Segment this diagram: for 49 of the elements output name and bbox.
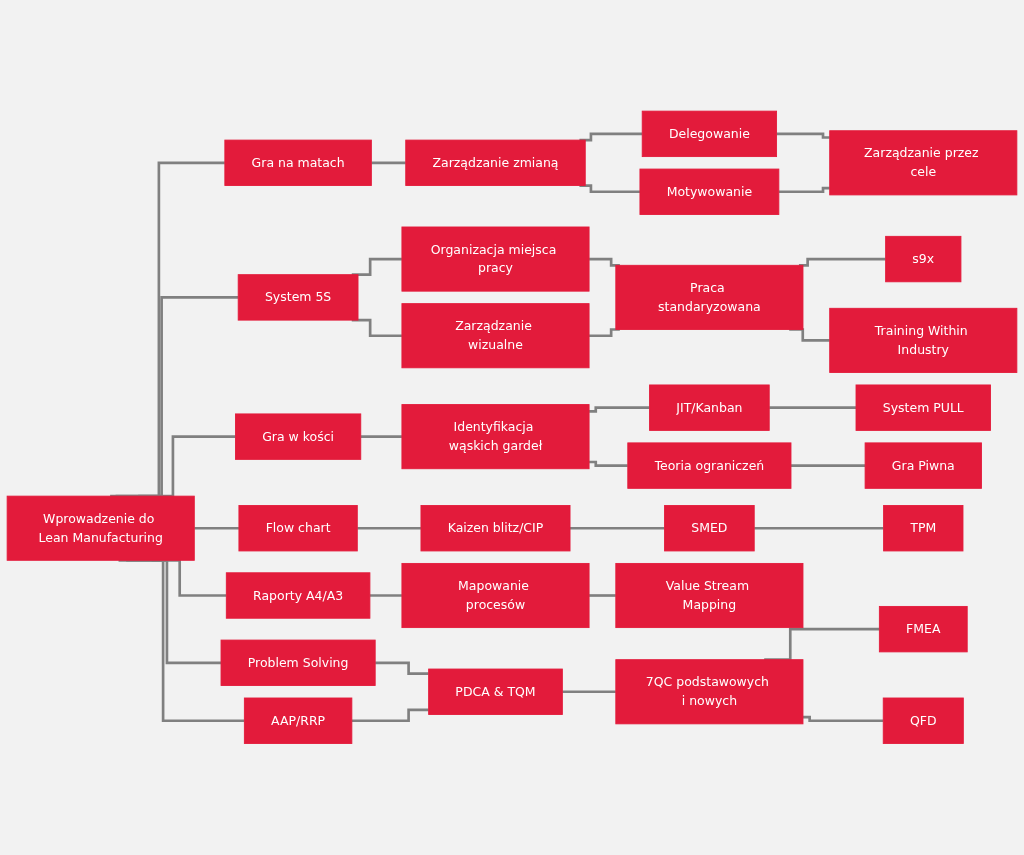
node-box: Gra w kości [235, 413, 362, 461]
connector [570, 527, 665, 530]
node-box: PDCA & TQM [428, 668, 563, 716]
node-box: QFD [882, 697, 964, 745]
connector [589, 594, 616, 598]
connector [369, 594, 402, 598]
connector [360, 435, 402, 439]
connector [194, 527, 239, 530]
connector [776, 132, 830, 139]
node-box: Problem Solving [220, 639, 376, 687]
node-box: Value Stream Mapping [615, 563, 804, 629]
node-box: Kaizen blitz/CIP [420, 505, 571, 552]
connector [371, 161, 406, 165]
node-box: Gra Piwna [864, 442, 982, 489]
node-box: s9x [885, 236, 962, 283]
node-box: System PULL [855, 384, 991, 432]
node-box: Zarządzanie przez cele [829, 130, 1018, 196]
connector [357, 527, 421, 530]
node-box: Organizacja miejsca pracy [401, 226, 590, 292]
node-box: Gra na matach [224, 139, 372, 187]
node-box: FMEA [878, 606, 968, 653]
connector [769, 406, 856, 410]
node-box: JIT/Kanban [649, 384, 770, 432]
node-box: Raporty A4/A3 [225, 572, 371, 619]
connector [754, 527, 884, 530]
connector [351, 708, 429, 723]
connector [562, 690, 616, 694]
connector [375, 661, 429, 676]
node-box: Teoria ograniczeń [627, 442, 792, 489]
node-box: Flow chart [238, 505, 358, 552]
node-box: SMED [664, 505, 755, 552]
connector [778, 187, 830, 194]
node-box: Motywowanie [639, 168, 780, 216]
node-box: Wprowadzenie do Lean Manufacturing [6, 495, 195, 561]
connector [791, 464, 866, 468]
node-box: Zarządzanie zmianą [405, 139, 586, 187]
node-box: Delegowanie [641, 110, 777, 158]
connector [589, 406, 650, 413]
node-box: Praca standaryzowana [615, 265, 804, 331]
node-box: System 5S [237, 274, 359, 321]
node-box: AAP/RRP [243, 697, 353, 745]
node-box: Zarządzanie wizualne [401, 303, 590, 369]
node-box: Mapowanie procesów [401, 563, 590, 629]
node-box: 7QC podstawowych i nowych [615, 659, 804, 725]
connector [802, 715, 884, 723]
node-box: Identyfikacja wąskich gardeł [401, 404, 590, 470]
connector [589, 460, 628, 468]
node-box: TPM [883, 505, 964, 552]
node-box: Training Within Industry [829, 308, 1018, 374]
